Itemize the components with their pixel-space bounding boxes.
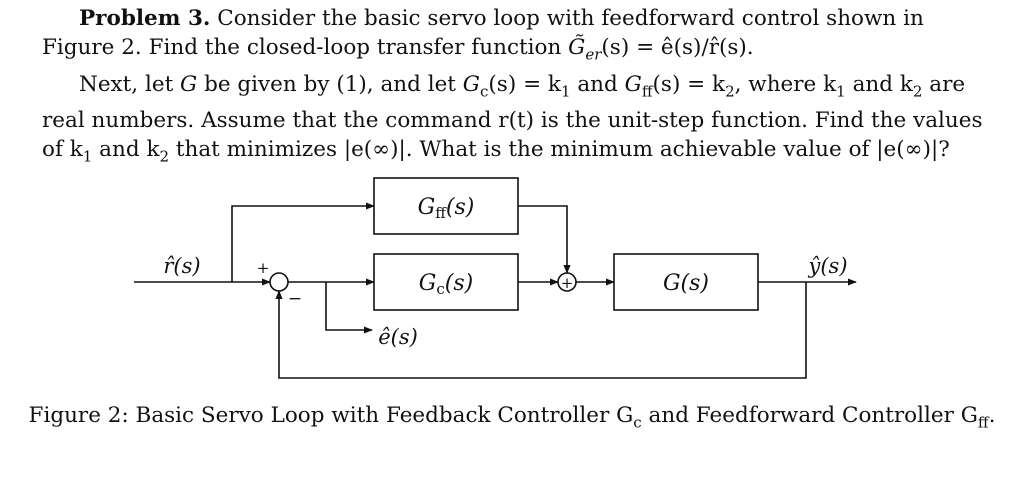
block-diagram: Gff(s) Gc(s) G(s) r̂(s) ŷ(s) ê(s) + − + — [134, 177, 857, 379]
p2-text-d: and — [570, 72, 625, 97]
p2-k2-sub: 2 — [725, 82, 735, 101]
gff-block-label: Gff(s) — [418, 195, 475, 222]
p1-text-b: (s) = ê(s)/r̂(s). — [601, 35, 754, 60]
p2-k1c-sub: 1 — [82, 147, 93, 166]
caption-sub-c: c — [633, 413, 642, 432]
p2-Gc-sub: c — [479, 82, 489, 101]
tf-subscript: er — [585, 45, 602, 64]
p2-k1b-sub: 1 — [836, 82, 846, 101]
feedback-sum-junction — [269, 272, 289, 292]
plus-sign-sum2: + — [561, 274, 574, 292]
feedback-path-line — [275, 282, 807, 379]
p2-G: G — [180, 72, 198, 97]
caption-text-c: . — [988, 403, 996, 428]
caption-text-a: Figure 2: Basic Servo Loop with Feedback… — [28, 403, 634, 428]
p2-text-i: and k — [92, 137, 160, 163]
p2-text-f: , where k — [734, 72, 837, 97]
input-signal-label: r̂(s) — [163, 254, 200, 278]
minus-sign-feedback: − — [288, 289, 302, 309]
plus-sign-input: + — [257, 259, 270, 277]
p2-Gff: G — [624, 72, 642, 97]
p2-text-e: (s) = k — [652, 72, 726, 97]
figure-caption: Figure 2: Basic Servo Loop with Feedback… — [0, 403, 1024, 431]
feedforward-branch-line — [231, 202, 375, 282]
problem-paragraph-2: Next, let G be given by (1), and let Gc(… — [42, 70, 1000, 172]
p2-text-c: (s) = k — [488, 72, 561, 97]
p2-k1-sub: 1 — [560, 82, 571, 101]
p2-text-a: Next, let — [79, 72, 181, 97]
output-signal-label: ŷ(s) — [807, 254, 847, 278]
p1-text-a: Consider the basic servo loop with feedf… — [42, 6, 924, 60]
p2-text-g: and k — [845, 72, 913, 97]
p2-k2c-sub: 2 — [159, 147, 170, 166]
caption-sub-ff: ff — [977, 413, 989, 432]
tf-symbol: G̃ — [568, 35, 586, 60]
p2-text-j: that minimizes |e(∞)|. What is the minim… — [169, 137, 950, 163]
gff-output-line — [518, 205, 571, 274]
error-tap-line — [325, 282, 373, 334]
caption-text-b: and Feedforward Controller G — [641, 403, 978, 428]
p2-text-h: are real numbers. Assume that the comman… — [42, 72, 983, 163]
problem-heading: Problem 3. — [79, 6, 211, 31]
p2-k2b-sub: 2 — [912, 82, 923, 101]
error-signal-label: ê(s) — [378, 325, 418, 349]
p2-Gc: G — [462, 72, 480, 97]
problem-paragraph-1: Problem 3. Consider the basic servo loop… — [42, 4, 1000, 69]
gc-block-label: Gc(s) — [419, 271, 473, 298]
p2-text-b: be given by (1), and let — [197, 72, 463, 97]
g-block-label: G(s) — [663, 271, 709, 296]
p2-Gff-sub: ff — [641, 82, 653, 101]
